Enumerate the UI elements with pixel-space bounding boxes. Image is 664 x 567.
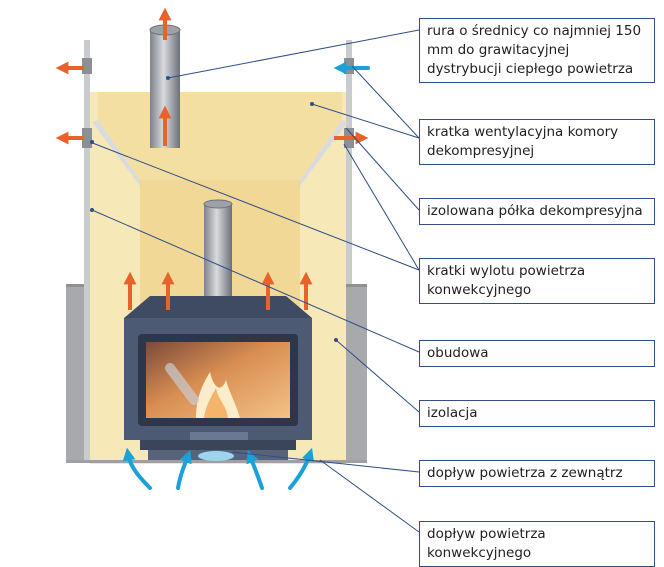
leader-lines — [89, 29, 420, 533]
label-pipe: rura o średnicy co najmniej 150 mm do gr… — [419, 18, 655, 83]
warm-air-arrows — [55, 7, 369, 310]
stove-flue — [204, 204, 232, 308]
label-vent-grille: kratka wentylacyjna komory dekompresyjne… — [419, 119, 655, 165]
label-shelf: izolowana półka dekompresyjna — [419, 198, 655, 225]
casing — [66, 40, 367, 462]
stove — [124, 296, 312, 460]
fireplace-diagram — [55, 7, 420, 533]
label-insulation: izolacja — [419, 400, 655, 427]
label-casing: obudowa — [419, 340, 655, 367]
outside-air-inlet — [198, 451, 234, 461]
floor-line — [66, 460, 367, 463]
decompression-chamber — [98, 92, 342, 180]
label-outside-air: dopływ powietrza z zewnątrz — [419, 460, 655, 487]
cold-air-arrows — [122, 61, 370, 490]
label-convection-air: dopływ powietrza konwekcyjnego — [419, 521, 655, 567]
label-outlet-grilles: kratki wylotu powietrza konwekcyjnego — [419, 258, 655, 304]
leader-dots — [90, 76, 338, 342]
